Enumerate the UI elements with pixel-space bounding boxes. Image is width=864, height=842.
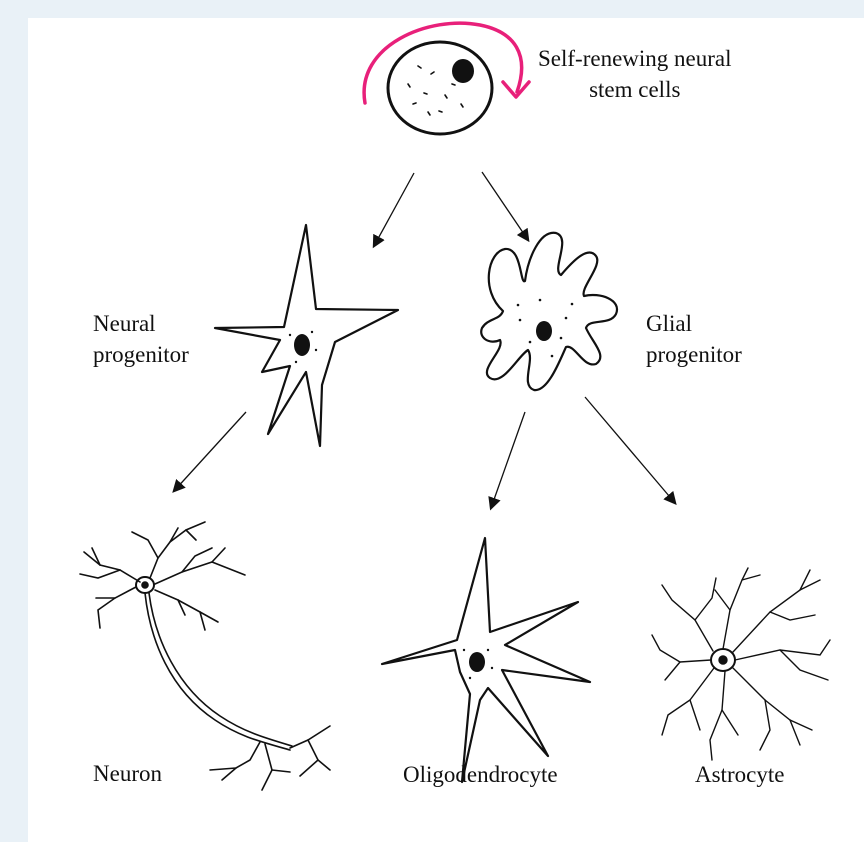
neural-progenitor-label: Neural progenitor [93,308,189,370]
glial-progenitor-cell-icon [481,233,617,390]
glial-progenitor-label-line-1: Glial [646,308,742,339]
oligodendrocyte-cell-icon [382,538,590,782]
diagram-canvas: Self-renewing neural stem cells Neural p… [28,18,864,842]
neuron-label: Neuron [93,758,162,789]
stem-cells-label-line-1: Self-renewing neural [538,43,732,74]
lineage-diagram [28,18,864,842]
glial-progenitor-label-line-2: progenitor [646,339,742,370]
stem-cells-label-line-2: stem cells [538,74,732,105]
neural-progenitor-label-line-1: Neural [93,308,189,339]
lineage-arrows [174,172,675,508]
stem-cells-label: Self-renewing neural stem cells [538,43,732,105]
astrocyte-cell-icon [652,568,830,760]
astrocyte-label: Astrocyte [695,759,784,790]
oligodendrocyte-label: Oligodendrocyte [403,759,558,790]
neuron-cell-icon [80,522,330,790]
neural-progenitor-cell-icon [215,225,398,446]
neural-progenitor-label-line-2: progenitor [93,339,189,370]
glial-progenitor-label: Glial progenitor [646,308,742,370]
stem-cell-icon [388,42,492,134]
